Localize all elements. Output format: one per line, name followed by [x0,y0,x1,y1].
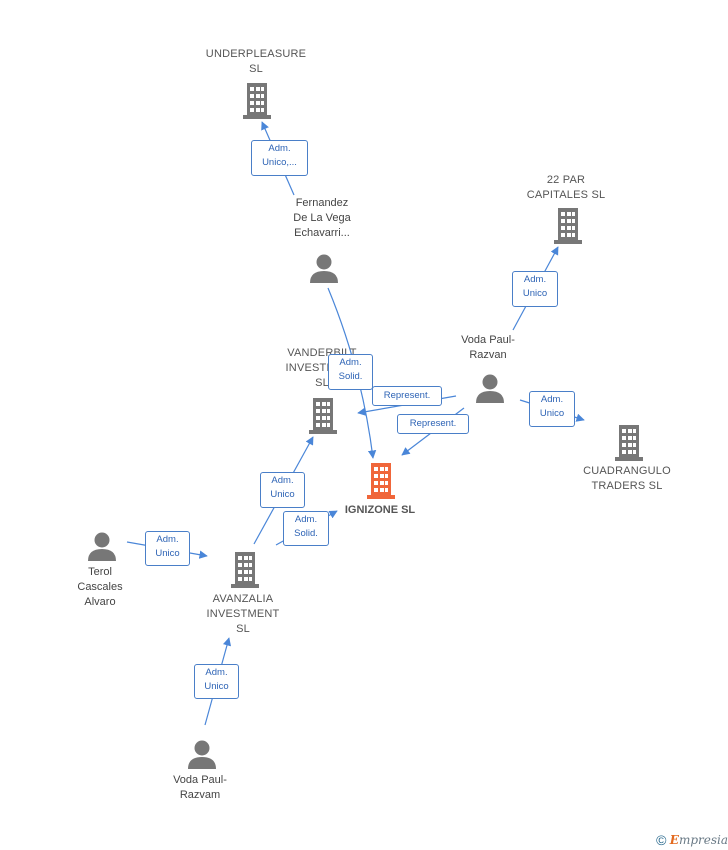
brand-name: mpresia [678,833,728,847]
badge-line: Represent. [409,418,457,429]
badge-line: Represent. [383,390,431,401]
person-label-voda-razvan[interactable]: Voda Paul- Razvan [418,333,558,363]
person-icon[interactable] [309,253,339,283]
label-line: Terol [88,566,112,578]
person-icon[interactable] [87,531,117,561]
label-line: SL [315,377,329,389]
badge-line: Adm. [271,475,294,486]
label-line: Voda Paul- [173,774,227,786]
person-label-terol[interactable]: Terol Cascales Alvaro [30,565,170,610]
edge-badge-adm-unico[interactable]: Adm. Unico [529,391,575,427]
edge-badge-represent[interactable]: Represent. [397,414,469,434]
edge-badge-adm-unico[interactable]: Adm. Unico [145,531,190,566]
person-icon[interactable] [475,373,505,403]
copyright-icon: © [656,832,667,848]
label-line: De La Vega [293,212,351,224]
label-line: Echavarri... [294,227,350,239]
badge-line: Adm. [294,514,318,525]
edge-badge-adm-unico[interactable]: Adm. Unico [260,472,305,508]
label-line: Voda Paul- [461,334,515,346]
building-icon[interactable] [228,552,262,588]
label-line: Cascales [77,581,123,593]
building-icon[interactable] [364,463,398,499]
badge-line: Unico [155,548,180,559]
edge-badge-adm-unico[interactable]: Adm. Unico [194,664,239,699]
badge-line: Solid. [338,371,363,382]
edge-badge-represent[interactable]: Represent. [372,386,442,406]
label-line: 22 PAR [546,174,586,186]
edge-badge-adm-unico[interactable]: Adm. Unico [512,271,558,307]
person-icon[interactable] [187,739,217,769]
label-line: TRADERS SL [591,480,663,492]
person-label-voda-razvam[interactable]: Voda Paul- Razvam [130,773,270,803]
brand-logo: Empresia [670,833,728,847]
company-label-underpleasure[interactable]: UNDERPLEASURE SL [186,47,326,77]
building-icon[interactable] [551,208,585,244]
label-line: UNDERPLEASURE [205,48,307,60]
badge-line: Adm. [268,143,291,154]
company-label-ignizone[interactable]: IGNIZONE SL [310,503,450,518]
edge-badge-adm-solid[interactable]: Adm. Solid. [328,354,373,390]
building-icon[interactable] [240,83,274,119]
building-icon[interactable] [612,425,646,461]
brand-initial: E [669,833,679,847]
badge-line: Unico [204,681,229,692]
badge-line: Unico [270,489,295,500]
label-line: AVANZALIA [212,593,274,605]
badge-line: Unico [539,408,565,419]
badge-line: Adm. [523,274,547,285]
label-line: SL [249,63,263,75]
label-line: Fernandez [295,197,349,209]
badge-line: Adm. [540,394,564,405]
company-label-avanzalia[interactable]: AVANZALIA INVESTMENT SL [173,592,313,637]
badge-line: Adm. [339,357,362,368]
edge-badge-adm-solid[interactable]: Adm. Solid. [283,511,329,546]
badge-line: Adm. [156,534,179,545]
company-label-cuadrangulo[interactable]: CUADRANGULO TRADERS SL [557,464,697,494]
building-icon[interactable] [306,398,340,434]
label-line: CAPITALES SL [526,189,606,201]
label-line: Alvaro [84,596,116,608]
label-line: INVESTMENT [206,608,280,620]
label-line: Razvam [179,789,221,801]
label-line: CUADRANGULO [583,465,671,477]
badge-line: Unico,... [262,157,297,168]
edge-badge-adm-unico[interactable]: Adm. Unico,... [251,140,308,176]
company-label-22-par[interactable]: 22 PAR CAPITALES SL [496,173,636,203]
brand-footer: © Empresia [656,832,728,848]
badge-line: Unico [522,288,548,299]
badge-line: Solid. [294,528,318,539]
person-label-fernandez[interactable]: Fernandez De La Vega Echavarri... [252,196,392,241]
badge-line: Adm. [205,667,228,678]
label-line: SL [236,623,250,635]
label-line: Razvan [469,349,507,361]
label-line: IGNIZONE SL [344,504,416,516]
